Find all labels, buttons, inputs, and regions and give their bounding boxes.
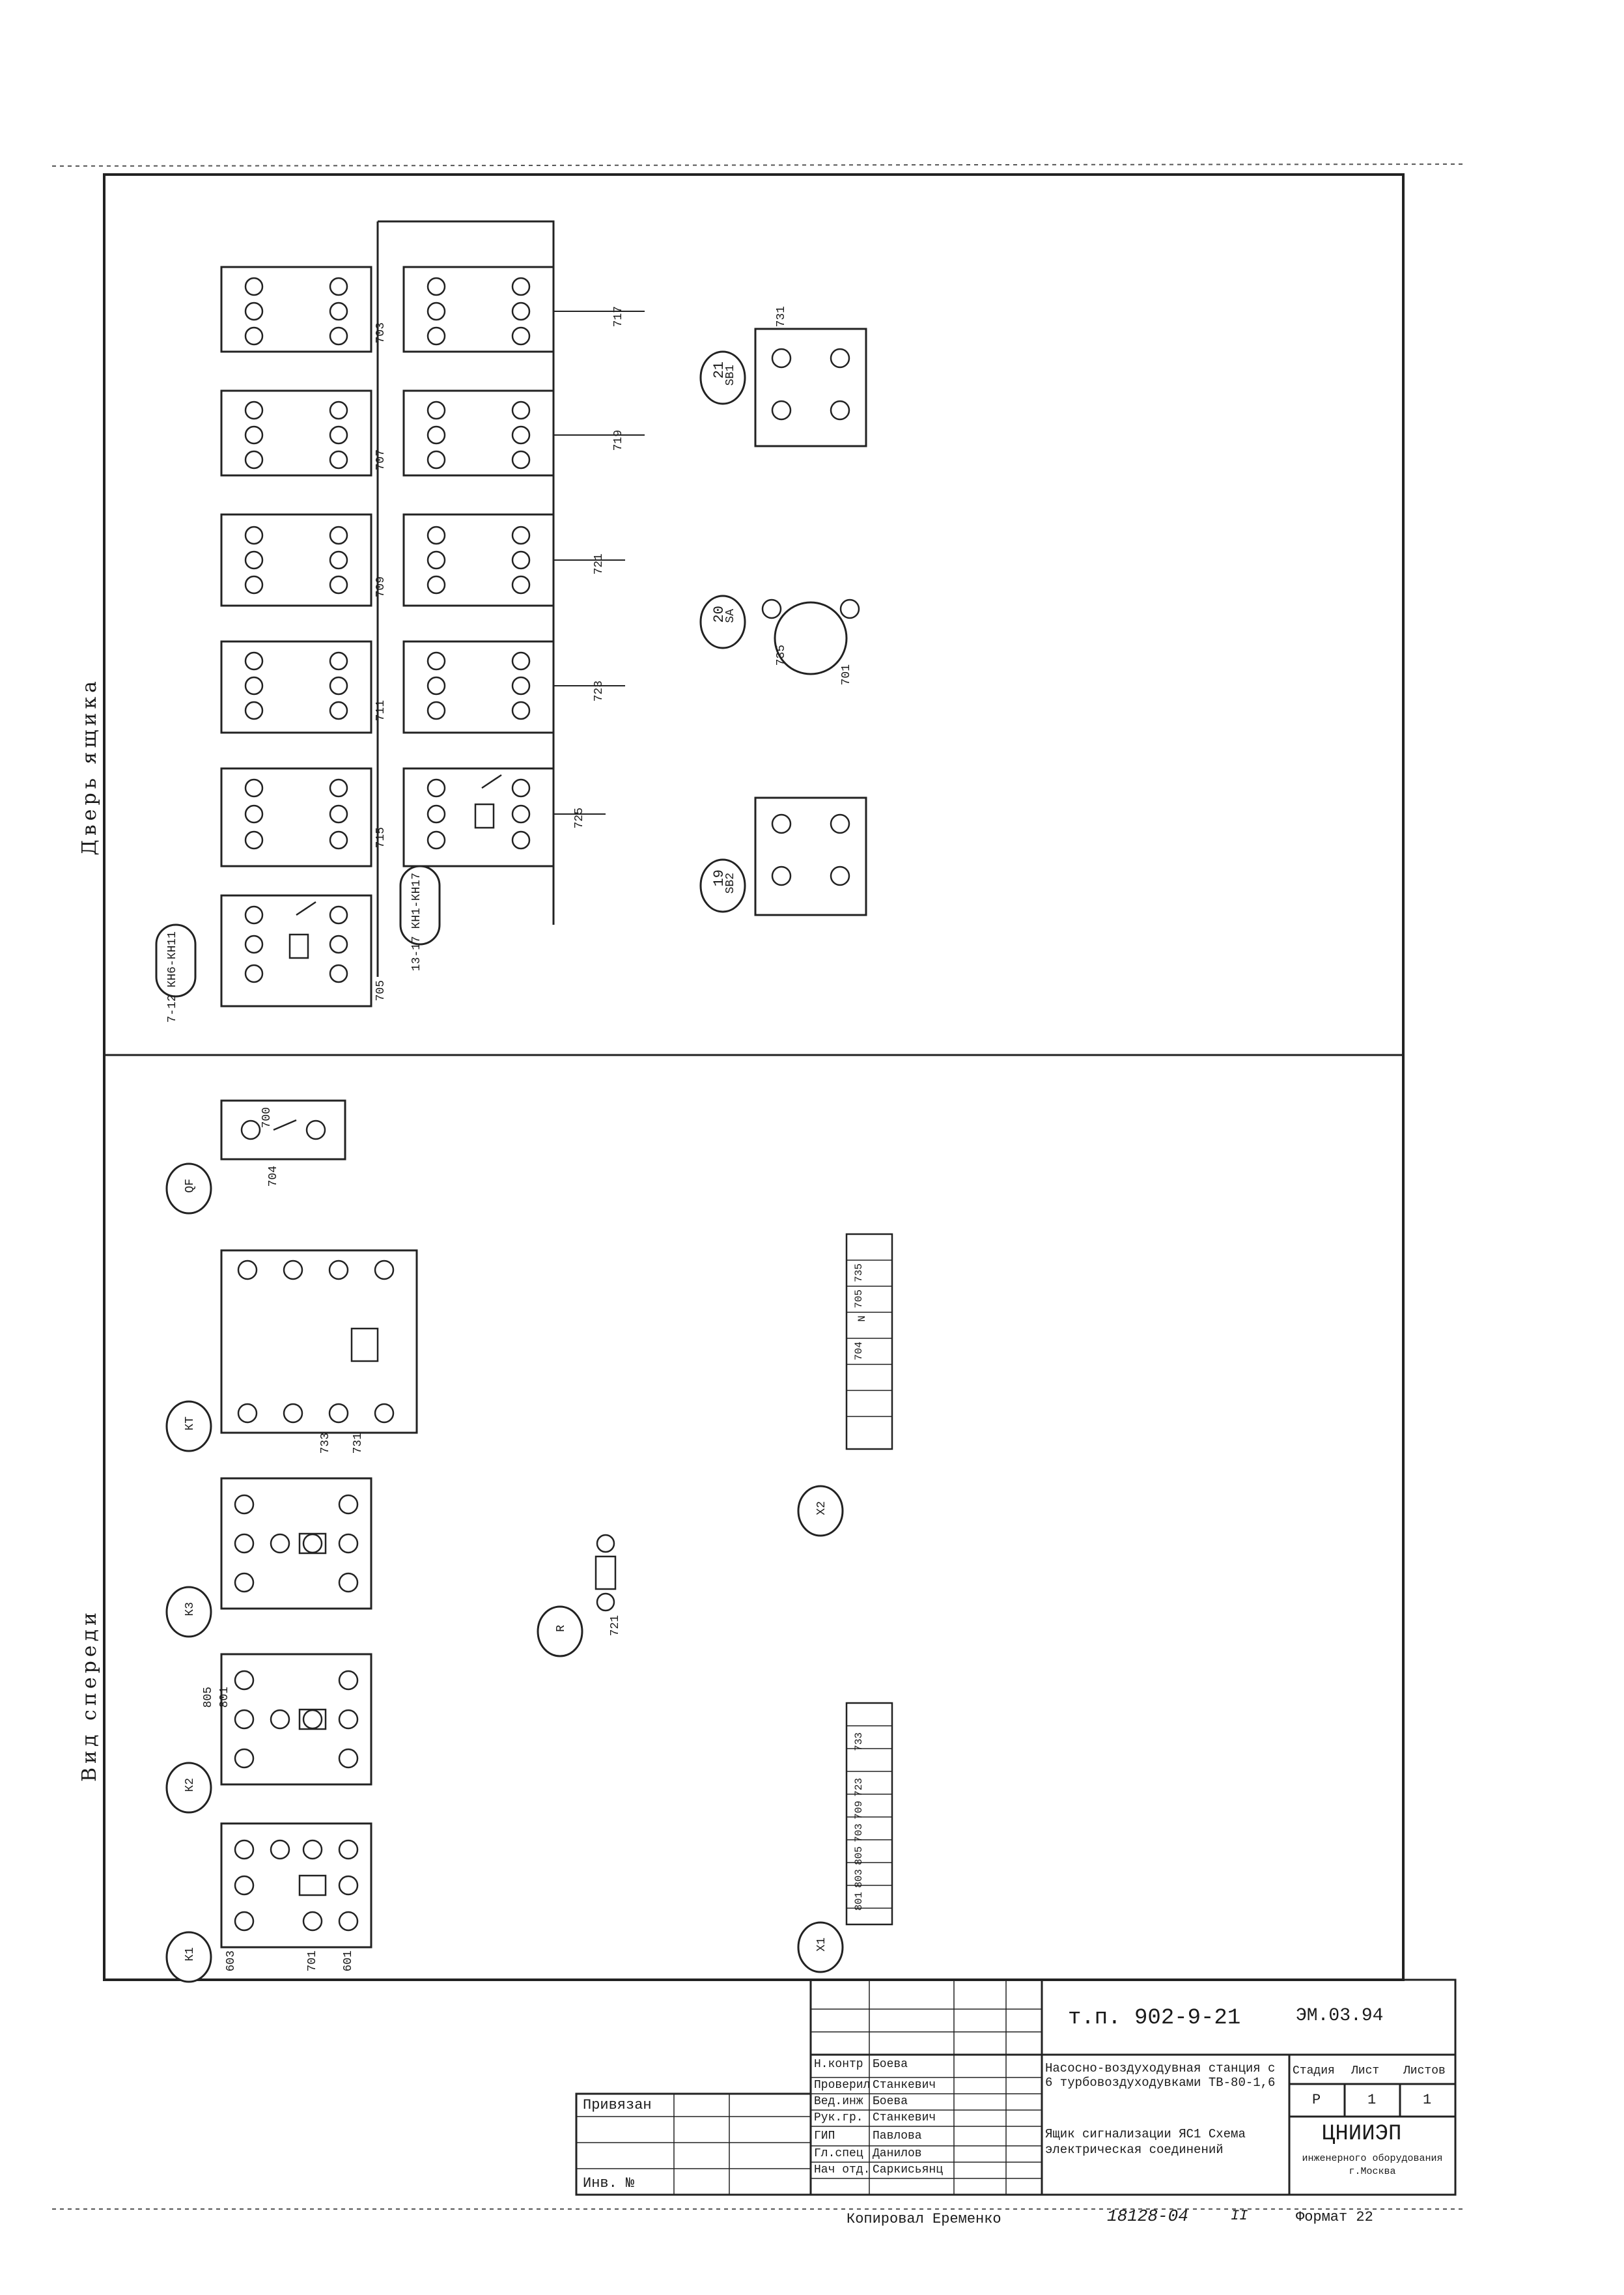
inv-label: Инв. № (583, 2175, 635, 2191)
wire-label: 709 (374, 576, 387, 598)
order-suffix: II (1231, 2208, 1248, 2224)
wire-label: 711 (374, 700, 387, 722)
x1-terminal: 803 (853, 1869, 865, 1888)
x1-terminal: 703 (853, 1823, 865, 1842)
signer-name: Станкевич (873, 2111, 936, 2124)
x2-terminal: 735 (853, 1263, 865, 1282)
x1-terminal: 723 (853, 1778, 865, 1797)
group-a-label: 7-12 КН6-КН11 (166, 931, 179, 1023)
group-b-label: 13-17 КН1-КН17 (410, 873, 423, 972)
x2-tag: Х2 (815, 1501, 828, 1515)
main-frame (103, 173, 1405, 1981)
door-switches (754, 328, 867, 916)
role: Рук.гр. (814, 2111, 863, 2124)
x1-terminal: 801 (853, 1892, 865, 1911)
relay-terminals (244, 277, 531, 983)
x1-terminal: 709 (853, 1801, 865, 1820)
k3-tag: К3 (184, 1602, 197, 1616)
project-title: Насосно-воздуходувная станция с 6 турбов… (1045, 2061, 1276, 2090)
role: Нач отд. (814, 2163, 871, 2176)
wire-label: 717 (612, 306, 625, 328)
signer-name: Боева (873, 2058, 908, 2071)
doc-code: т.п. 902-9-21 (1068, 2006, 1241, 2031)
wire-label: 735 (775, 645, 788, 666)
sheets-header: Листов (1403, 2064, 1446, 2077)
copied-by: Копировал Еременко (847, 2211, 1001, 2227)
wire-label: 731 (352, 1433, 365, 1454)
wire-label: 601 (342, 1950, 355, 1972)
wire-label: 721 (609, 1615, 622, 1637)
sheets-value: 1 (1423, 2092, 1432, 2108)
stage-value: Р (1312, 2092, 1321, 2108)
signer-name: Саркисьянц (873, 2163, 944, 2176)
wire-label: 721 (593, 554, 606, 575)
title-block (575, 1978, 1457, 2196)
wire-label: 719 (612, 430, 625, 451)
org-name: ЦНИИЭП (1322, 2122, 1402, 2147)
x1-terminal: 805 (853, 1846, 865, 1865)
signer-name: Данилов (873, 2147, 922, 2160)
privyazan-label: Привязан (583, 2097, 652, 2113)
front-section-title: Вид спереди (78, 1609, 101, 1782)
x1-terminal: 733 (853, 1732, 865, 1751)
drawing-title: Ящик сигнализации ЯС1 Схема электрическа… (1045, 2127, 1246, 2157)
role: Вед.инж (814, 2095, 863, 2108)
wire-label: 723 (593, 681, 606, 702)
sb1-tag-code: SB1 (724, 365, 737, 386)
sa-tag-code: SA (724, 609, 737, 623)
r-tag: R (555, 1625, 568, 1632)
sb2-tag-code: SB2 (724, 873, 737, 894)
signer-name: Павлова (873, 2130, 922, 2143)
org-subtitle: инженерного оборудования г.Москва (1302, 2153, 1443, 2177)
wire-label: 603 (225, 1950, 238, 1972)
wire-label: 703 (374, 322, 387, 344)
wire-label: 801 (218, 1687, 231, 1708)
wire-label: 705 (374, 980, 387, 1002)
wire-label: 701 (840, 664, 853, 686)
x1-tag: Х1 (815, 1937, 828, 1952)
wire-label: 707 (374, 449, 387, 471)
wire-label: 725 (573, 808, 586, 829)
terminal-strips (845, 1233, 893, 1926)
k1-tag: К1 (184, 1947, 197, 1962)
wire-label: 701 (306, 1950, 319, 1972)
x2-terminal: 704 (853, 1342, 865, 1360)
k2-tag: К2 (184, 1778, 197, 1792)
order-number: 18128-04 (1107, 2206, 1188, 2226)
wire-label: 715 (374, 827, 387, 849)
format-label: Формат 22 (1296, 2209, 1373, 2225)
signer-name: Боева (873, 2095, 908, 2108)
x2-terminal: 705 (853, 1289, 865, 1308)
wire-label: 731 (775, 306, 788, 328)
kt-tag: КТ (184, 1416, 197, 1431)
front-relays (220, 1099, 418, 1949)
qf-tag: QF (184, 1179, 197, 1193)
role: Н.контр (814, 2058, 863, 2071)
role: Проверил (814, 2079, 871, 2092)
wire-label: 733 (319, 1433, 332, 1454)
stage-header: Стадия (1293, 2064, 1335, 2077)
wire-label: 805 (202, 1687, 215, 1708)
door-relays (220, 220, 555, 1007)
sheet-value: 1 (1367, 2092, 1377, 2108)
wire-label: 704 (267, 1166, 280, 1187)
role: ГИП (814, 2130, 835, 2143)
sheet-code: ЭМ.03.94 (1296, 2006, 1384, 2026)
role: Гл.спец (814, 2147, 863, 2160)
door-section-title: Дверь ящика (78, 677, 101, 856)
x2-terminal: N (856, 1316, 868, 1322)
signer-name: Станкевич (873, 2079, 936, 2092)
wire-label: 700 (260, 1107, 273, 1129)
sheet-header: Лист (1351, 2064, 1380, 2077)
